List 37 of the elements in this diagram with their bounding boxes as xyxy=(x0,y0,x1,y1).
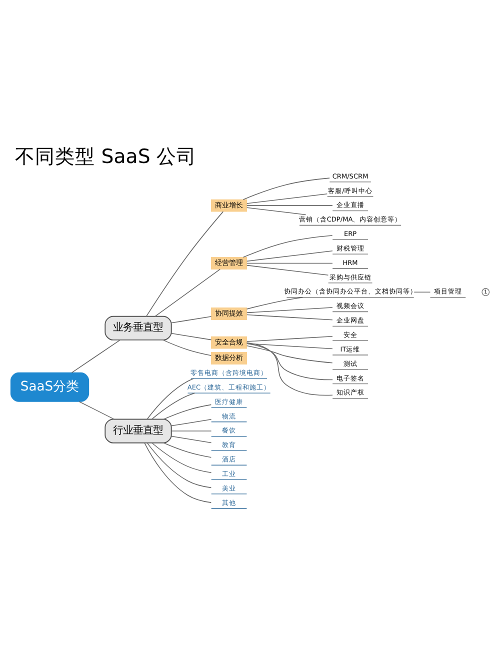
node-box: 行业垂直型 xyxy=(104,418,172,444)
connector xyxy=(246,264,329,276)
connector xyxy=(144,442,212,503)
connector xyxy=(171,436,212,444)
connector xyxy=(246,250,333,262)
connector xyxy=(163,442,212,458)
connector xyxy=(242,178,330,200)
connector xyxy=(246,345,333,364)
connector xyxy=(246,193,328,204)
connector xyxy=(246,336,333,342)
connector xyxy=(71,340,120,374)
node-box: 业务垂直型 xyxy=(104,316,172,340)
connector xyxy=(152,392,196,420)
connector xyxy=(162,340,212,356)
connector xyxy=(171,332,212,340)
connector xyxy=(152,442,212,474)
connector xyxy=(163,404,212,420)
connector xyxy=(246,343,333,350)
connector xyxy=(242,235,333,258)
connector xyxy=(246,296,304,310)
connector xyxy=(146,211,224,317)
diagram-title: 不同类型 SaaS 公司 xyxy=(15,144,197,168)
connector xyxy=(246,262,333,264)
connector xyxy=(154,268,221,317)
connector xyxy=(246,314,333,320)
connector xyxy=(246,207,306,216)
connector xyxy=(171,418,212,426)
connector xyxy=(246,205,333,206)
connector xyxy=(171,430,212,432)
connector xyxy=(246,342,333,396)
connector xyxy=(146,442,212,488)
connector xyxy=(78,401,114,420)
connector xyxy=(246,343,333,380)
connector xyxy=(171,316,212,324)
node-box: SaaS分类 xyxy=(10,372,90,402)
connector xyxy=(146,378,194,420)
connector xyxy=(246,307,333,314)
